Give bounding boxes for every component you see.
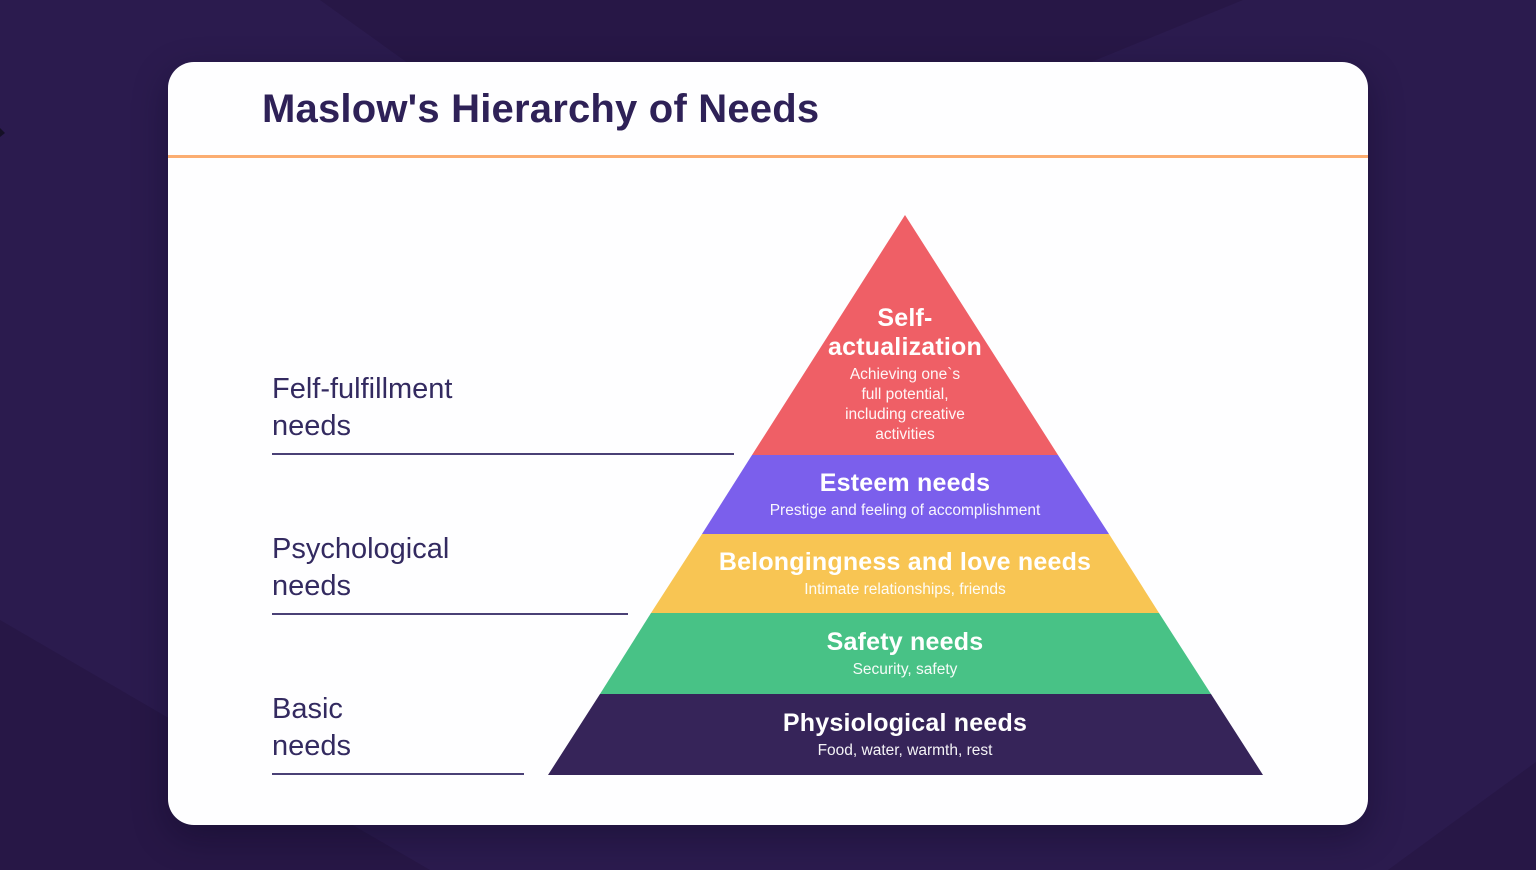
background-bottom-right-shade: [1388, 762, 1536, 870]
side-label-text: Felf-fulfillment needs: [272, 373, 453, 442]
side-label-text: Basic needs: [272, 693, 352, 762]
content-card: Maslow's Hierarchy of Needs Felf-fulfill…: [168, 62, 1368, 825]
left-edge-artifact: [0, 128, 5, 137]
pyramid-level-safety: [600, 613, 1211, 694]
title-divider-line: [168, 155, 1368, 158]
page-title: Maslow's Hierarchy of Needs: [262, 87, 820, 131]
pyramid-level-physiological: [548, 694, 1263, 775]
pyramid-level-esteem: [702, 455, 1109, 534]
side-label-self-fulfillment: Felf-fulfillment needs: [272, 371, 734, 455]
pyramid-level-belongingness: [651, 534, 1159, 613]
pyramid-level-self-actualization: [752, 215, 1058, 455]
side-label-psychological: Psychological needs: [272, 531, 628, 615]
side-label-text: Psychological needs: [272, 533, 450, 602]
pyramid-diagram: [548, 215, 1263, 775]
side-label-basic: Basic needs: [272, 691, 524, 775]
